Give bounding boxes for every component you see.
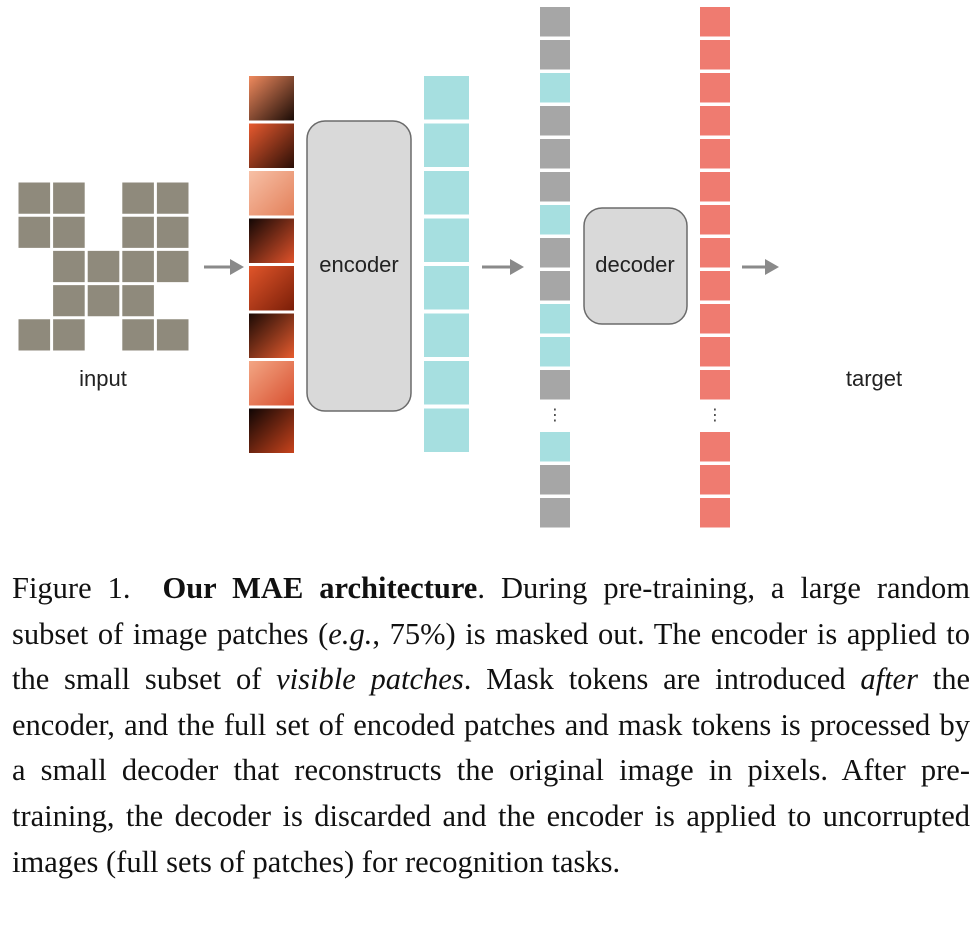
decoded-token xyxy=(700,304,730,334)
decoded-token xyxy=(700,139,730,169)
input-image xyxy=(15,179,192,354)
masked-patch xyxy=(155,181,190,216)
masked-patch xyxy=(120,317,156,352)
target-image xyxy=(786,179,963,354)
masked-patch xyxy=(120,181,156,216)
caption-text-3: . Mask tokens are introduced xyxy=(463,662,861,697)
decoded-token xyxy=(700,465,730,495)
encoded-token xyxy=(540,432,570,462)
masked-patch xyxy=(51,283,87,318)
mask-token xyxy=(540,370,570,400)
masked-patch xyxy=(51,215,87,250)
mae-diagram: input encoder ⋮ decoder ⋮ target xyxy=(15,7,963,528)
decoded-token xyxy=(700,337,730,367)
encoded-token xyxy=(540,304,570,334)
decoded-token xyxy=(700,271,730,301)
decoded-token xyxy=(700,73,730,103)
encoded-token xyxy=(424,123,469,167)
visible-patch xyxy=(249,76,294,121)
decoded-tokens-column xyxy=(700,7,730,528)
masked-patch xyxy=(120,249,156,284)
mask-token xyxy=(540,172,570,202)
decoded-token xyxy=(700,432,730,462)
encoded-token xyxy=(424,408,469,452)
encoded-token xyxy=(424,361,469,405)
target-label: target xyxy=(846,366,902,391)
masked-patch xyxy=(86,249,121,284)
masked-patch xyxy=(86,283,121,318)
encoded-token xyxy=(424,266,469,310)
visible-patch xyxy=(249,218,294,263)
decoded-token xyxy=(700,172,730,202)
caption-text-1: . During pre-training, a large random su… xyxy=(12,571,971,651)
decoded-token xyxy=(700,238,730,268)
encoder-block: encoder xyxy=(306,120,412,412)
decoded-token xyxy=(700,498,730,528)
mask-token xyxy=(540,40,570,70)
visible-patch xyxy=(249,266,294,311)
visible-patch xyxy=(249,313,294,358)
arrow-head xyxy=(230,259,244,275)
mask-token xyxy=(540,498,570,528)
arrow-head xyxy=(510,259,524,275)
encoded-token xyxy=(540,73,570,103)
mask-token xyxy=(540,106,570,136)
decoder-label: decoder xyxy=(595,252,675,277)
masked-patch xyxy=(17,181,52,216)
encoded-tokens-column xyxy=(424,76,469,452)
decoded-token xyxy=(700,370,730,400)
mask-token xyxy=(540,465,570,495)
masked-patch xyxy=(120,283,156,318)
caption-eg: e.g. xyxy=(328,616,373,651)
encoded-token xyxy=(424,76,469,120)
token-ellipsis: ⋮ xyxy=(547,405,563,424)
figure-title: Our MAE architecture xyxy=(162,571,478,605)
mask-token xyxy=(540,7,570,37)
masked-patch xyxy=(17,215,52,250)
decoded-token xyxy=(700,40,730,70)
input-label: input xyxy=(79,366,127,391)
figure-caption: Figure 1. Our MAE architecture. During p… xyxy=(12,566,970,885)
visible-patch xyxy=(249,408,294,453)
figure-label: Figure 1. xyxy=(12,571,131,605)
masked-patch xyxy=(155,215,190,250)
decoded-token xyxy=(700,205,730,235)
masked-patch xyxy=(17,317,52,352)
encoded-token xyxy=(424,313,469,357)
caption-after: after xyxy=(860,662,918,697)
caption-visible-patches: visible patches xyxy=(276,662,464,697)
decoded-ellipsis: ⋮ xyxy=(707,405,723,424)
visible-patch xyxy=(249,171,294,216)
masked-patch xyxy=(155,249,190,284)
encoded-token xyxy=(540,205,570,235)
encoded-token xyxy=(424,218,469,262)
decoded-token xyxy=(700,7,730,37)
visible-patches-column xyxy=(249,76,294,453)
masked-patch xyxy=(51,317,87,352)
visible-patch xyxy=(249,361,294,406)
arrow-head xyxy=(765,259,779,275)
masked-patch xyxy=(155,317,190,352)
decoder-block: decoder xyxy=(583,207,688,325)
mask-token xyxy=(540,238,570,268)
encoded-token xyxy=(540,337,570,367)
visible-patch xyxy=(249,123,294,168)
encoded-token xyxy=(424,171,469,215)
decoded-token xyxy=(700,106,730,136)
caption-text-2: , 75%) is masked out. The encoder is app… xyxy=(12,616,970,697)
masked-patch xyxy=(120,215,156,250)
masked-patch xyxy=(51,249,87,284)
full-token-column xyxy=(540,7,570,528)
encoder-label: encoder xyxy=(319,252,399,277)
caption-text-4: the encoder, and the full set of encoded… xyxy=(12,662,970,879)
masked-patch xyxy=(51,181,87,216)
mask-token xyxy=(540,271,570,301)
mask-token xyxy=(540,139,570,169)
